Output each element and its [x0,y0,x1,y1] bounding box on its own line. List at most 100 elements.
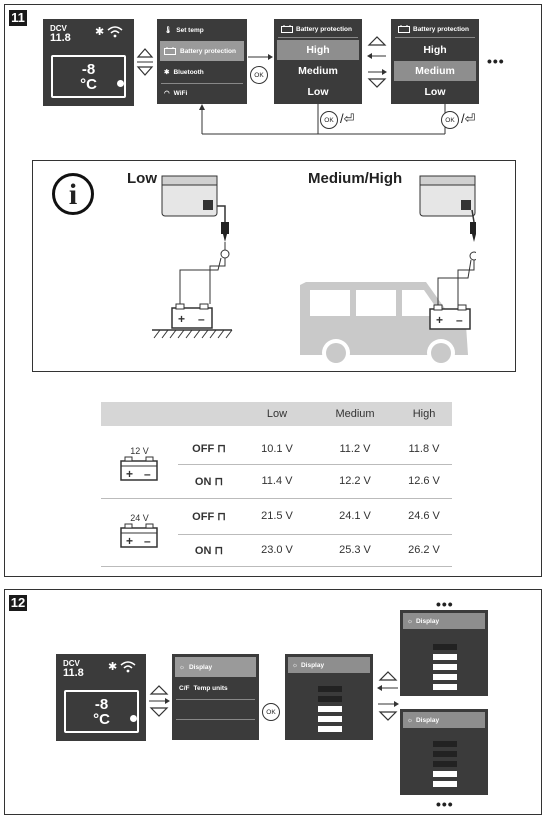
menu-divider [176,719,255,720]
menu-item-label: Set temp [176,26,204,34]
brightness-bar-level [318,696,342,702]
bp-option-low[interactable]: Low [307,86,329,98]
right-arrow [248,54,273,60]
menu-item-display[interactable]: ☼ Display [175,657,256,677]
bp-divider [278,37,358,38]
table-cell: 24.1 V [314,498,396,535]
battery-protection-voltage-table: Low Medium High 12 V +– OFF ⊓ 10.1 V 11.… [101,402,452,567]
bluetooth-icon: ✱ [164,69,170,76]
lightbulb-icon: ☼ [407,617,413,625]
svg-text:+: + [126,467,133,481]
display-header: ☼ Display [403,712,485,728]
brightness-bar-level [433,751,457,757]
display-brightness-screen-lower: ☼ Display [400,709,488,795]
main-menu-screen: 🌡 Set temp Battery protection ✱ Bluetoot… [157,19,247,104]
dcv-value: 11.8 [63,667,84,679]
table-cell: 12.6 V [396,464,452,499]
bp-option-high[interactable]: High [423,44,447,56]
bp-option-medium[interactable]: Medium [298,65,338,77]
voltage-label: 24 V [130,512,149,523]
more-ellipsis-top: ••• [436,596,454,612]
back-icon[interactable]: /⏎ [461,111,476,126]
status-dot [117,80,124,87]
table-header-row: Low Medium High [101,402,452,426]
battery-protection-screen-high: Battery protection High Medium Low [274,19,362,104]
table-cell: 24.6 V [396,498,452,535]
brightness-bar-level [433,664,457,670]
ok-button[interactable]: OK [320,111,338,129]
up-down-arrows [377,671,399,721]
brightness-bar-level [433,654,457,660]
brightness-bar-level [318,706,342,712]
bp-divider [395,37,475,38]
menu-item-battery-protection[interactable]: Battery protection [160,41,244,61]
home-screen: DCV 11.8 ✱ -8 °C [56,654,146,741]
menu-item-set-temp[interactable]: 🌡 Set temp [160,20,244,40]
battery-icon [398,25,410,33]
ok-button[interactable]: OK [441,111,459,129]
temperature-value: -8 [81,61,96,78]
up-down-arrows [136,48,154,76]
display-header: ☼ Display [288,657,370,673]
low-wiring-illustration: + – [152,175,233,339]
medium-high-wiring-illustration: + – [300,175,476,365]
bp-option-low[interactable]: Low [424,86,446,98]
ok-button[interactable]: OK [250,66,268,84]
brightness-bar-level [433,684,457,690]
svg-text:+: + [126,534,133,548]
dcv-value: 11.8 [50,32,71,44]
svg-text:–: – [456,313,463,327]
table-cell: 10.1 V [240,434,314,465]
bp-header-label: Battery protection [413,25,469,33]
menu-item-label: Display [188,663,213,671]
temperature-value: -8 [94,696,109,713]
battery-symbol-icon: +– [119,523,158,548]
svg-text:+: + [436,313,443,327]
more-ellipsis: ••• [487,53,505,69]
brightness-bar-level [318,686,342,692]
on-pulse-icon: ⊓ [214,544,224,557]
lightbulb-icon: ☼ [292,661,298,669]
brightness-bar-level [318,726,342,732]
state-off: OFF ⊓ [178,434,240,465]
figure-12-number: 12 [9,595,27,611]
voltage-group-24v: 24 V +– [101,498,178,567]
state-off: OFF ⊓ [178,498,240,535]
menu-item-wifi[interactable]: ◠ WiFi [160,83,244,103]
menu-item-bluetooth[interactable]: ✱ Bluetooth [160,62,244,82]
display-brightness-screen-higher: ☼ Display [400,610,488,696]
table-cell: 23.0 V [240,534,314,567]
dcv-label: DCV [50,24,67,33]
table-cell: 12.2 V [314,464,396,499]
svg-text:+: + [178,312,185,326]
info-box [32,160,516,372]
menu-item-temp-units[interactable]: C/F Temp units [175,678,256,698]
bp-option-high[interactable]: High [277,40,359,60]
table-row: 12 V +– OFF ⊓ 10.1 V 11.2 V 11.8 V [101,434,452,499]
battery-protection-screen-medium: Battery protection High Medium Low [391,19,479,104]
svg-text:–: – [144,467,151,481]
menu-item-label: Temp units [193,684,228,692]
table-row: 24 V +– OFF ⊓ 21.5 V 24.1 V 24.6 V [101,498,452,567]
brightness-bar-level [433,761,457,767]
bp-header: Battery protection [394,22,476,36]
off-pulse-icon: ⊓ [217,510,226,523]
bluetooth-icon: ✱ [95,26,105,38]
bluetooth-icon: ✱ [108,661,118,673]
status-dot [130,715,137,722]
back-icon[interactable]: /⏎ [340,111,355,126]
thermometer-icon: 🌡 [164,27,173,34]
wifi-icon [107,26,123,38]
dcv-label: DCV [63,659,80,668]
bp-option-medium[interactable]: Medium [394,61,476,81]
ok-button[interactable]: OK [262,703,280,721]
home-screen: DCV 11.8 ✱ -8 °C [43,19,134,106]
menu-divider [161,83,243,84]
temperature-box: -8 °C [51,55,126,98]
table-cell: 11.2 V [314,434,396,465]
table-cell: 11.8 V [396,434,452,465]
wifi-icon [120,661,136,673]
table-header-low: Low [240,402,314,426]
figure-11-number: 11 [9,10,27,26]
table-cell: 26.2 V [396,534,452,567]
